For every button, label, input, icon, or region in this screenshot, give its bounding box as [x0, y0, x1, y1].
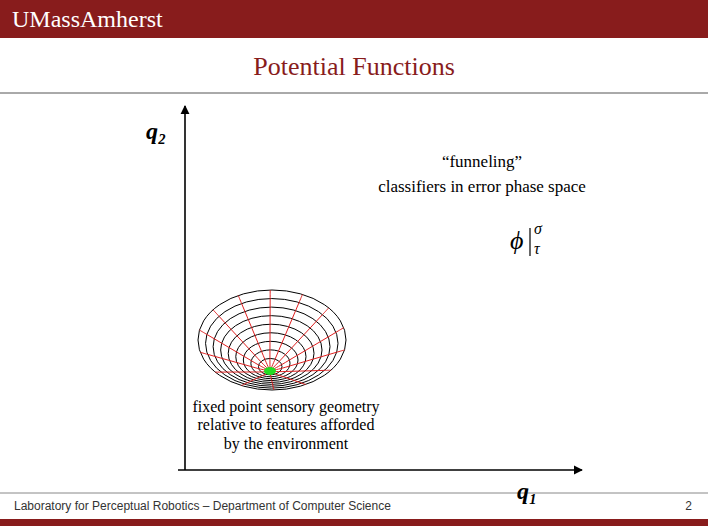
gradient-line	[270, 371, 306, 385]
axis-q1	[178, 469, 582, 471]
symbol: σ	[534, 220, 550, 238]
gradient-line	[200, 352, 270, 371]
footer-rule	[0, 493, 708, 494]
axis-q2	[184, 106, 186, 470]
symbol: τ	[534, 240, 550, 258]
slide-title: Potential Functions	[0, 52, 708, 82]
level-set	[198, 290, 346, 390]
gradient-line	[270, 370, 331, 371]
footer-text: Laboratory for Perceptual Robotics – Dep…	[14, 500, 574, 514]
evaluation-bar	[529, 228, 530, 256]
header-bar	[0, 0, 708, 38]
funnel-illustration	[198, 290, 346, 390]
footer-bar	[0, 519, 708, 526]
gradient-line	[270, 328, 344, 371]
page-number: 2	[640, 500, 692, 514]
gradient-line	[270, 308, 329, 371]
gradient-line	[213, 310, 270, 371]
axis-label: q₁	[517, 478, 557, 506]
gradient-line	[270, 350, 345, 371]
axis-label: q₂	[146, 118, 186, 146]
note-text: “funneling”	[382, 152, 582, 172]
gradient-line	[269, 290, 270, 371]
gradient-line	[238, 295, 270, 371]
title-rule	[0, 93, 708, 94]
logo-text: UMassAmherst	[12, 6, 272, 34]
symbol: ϕ	[510, 226, 530, 256]
caption-text: fixed point sensory geometry relative to…	[191, 398, 381, 453]
gradient-line	[199, 330, 270, 371]
note-text: classifiers in error phase space	[352, 177, 612, 197]
gradient-line	[215, 371, 270, 372]
gradient-line	[270, 294, 302, 371]
fixed-point	[264, 367, 276, 375]
